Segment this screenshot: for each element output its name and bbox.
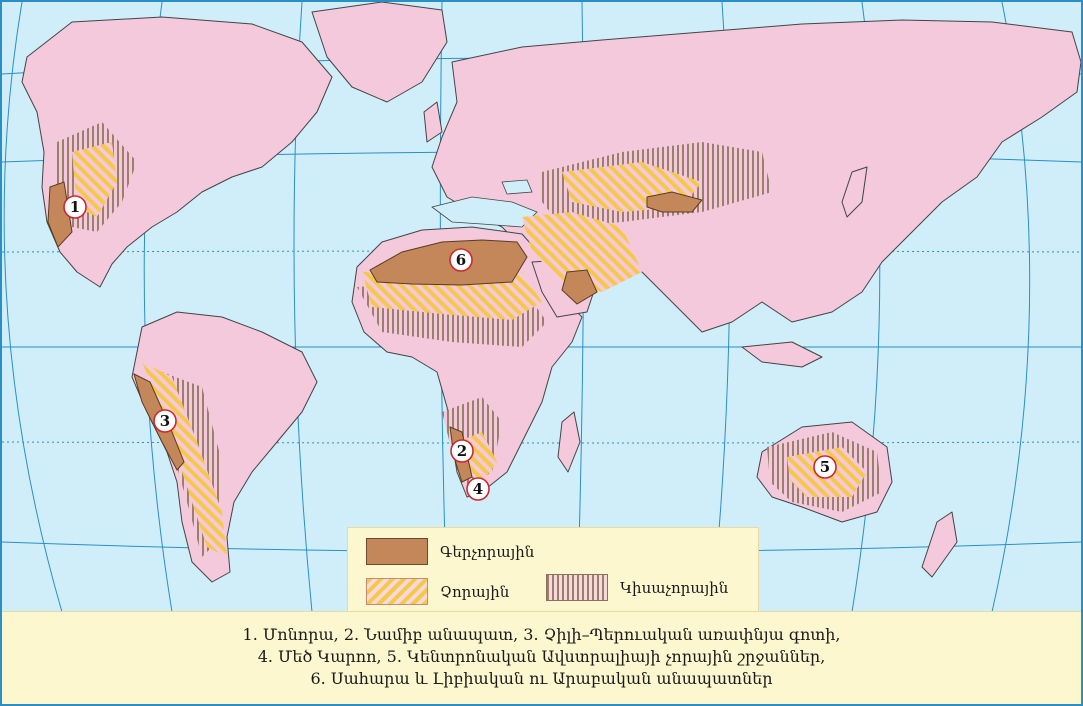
land-masses	[21, 2, 1081, 583]
legend-swatch-hyperarid	[366, 538, 428, 565]
marker-number: 4	[473, 480, 483, 498]
new-zealand	[921, 511, 958, 578]
legend-label-hyperarid: Գերչորային	[440, 542, 535, 561]
britain	[423, 101, 443, 143]
madagascar	[557, 411, 581, 473]
legend-item-semiarid: Կիսաչորային	[546, 574, 728, 601]
taklamakan-core	[646, 191, 703, 213]
marker-6: 6	[449, 248, 473, 272]
caption-line-3: 6. Սահարա և Լիբիական ու Արաբական անապատն…	[310, 669, 773, 688]
legend-box: Գերչորային Չորային Կիսաչորային	[347, 527, 759, 613]
arabia-core	[561, 269, 598, 305]
black-sea	[501, 179, 533, 195]
sahara-core	[369, 239, 528, 286]
marker-5: 5	[813, 455, 837, 479]
marker-4: 4	[466, 477, 490, 501]
legend-swatch-semiarid	[546, 574, 608, 601]
marker-3: 3	[153, 409, 177, 433]
caption-line-2: 4. Մեծ Կարոո, 5. Կենտրոնական Ավստրալիայի…	[257, 647, 826, 666]
indonesia	[741, 341, 823, 368]
marker-1: 1	[63, 195, 87, 219]
hyperarid-zones	[47, 181, 703, 483]
caption-line-1: 1. Մոնորա, 2. Նամիբ անապատ, 3. Չիլի–Պերո…	[242, 625, 841, 644]
japan	[841, 166, 868, 218]
legend-label-semiarid: Կիսաչորային	[620, 578, 729, 597]
sonora-core	[47, 181, 73, 248]
world-map: 1 2 3 4 5 6	[2, 2, 1081, 612]
marker-number: 3	[160, 412, 170, 430]
marker-2: 2	[450, 439, 474, 463]
legend-swatch-arid	[366, 578, 428, 605]
legend-label-arid: Չորային	[440, 582, 510, 601]
legend-item-arid: Չորային	[366, 578, 509, 605]
marker-number: 5	[820, 458, 830, 476]
marker-number: 2	[457, 442, 467, 460]
greenland	[311, 2, 448, 103]
marker-number: 6	[456, 251, 466, 269]
legend-item-hyperarid: Գերչորային	[366, 538, 534, 565]
marker-number: 1	[70, 198, 80, 216]
map-caption: 1. Մոնորա, 2. Նամիբ անապատ, 3. Չիլի–Պերո…	[2, 611, 1081, 704]
